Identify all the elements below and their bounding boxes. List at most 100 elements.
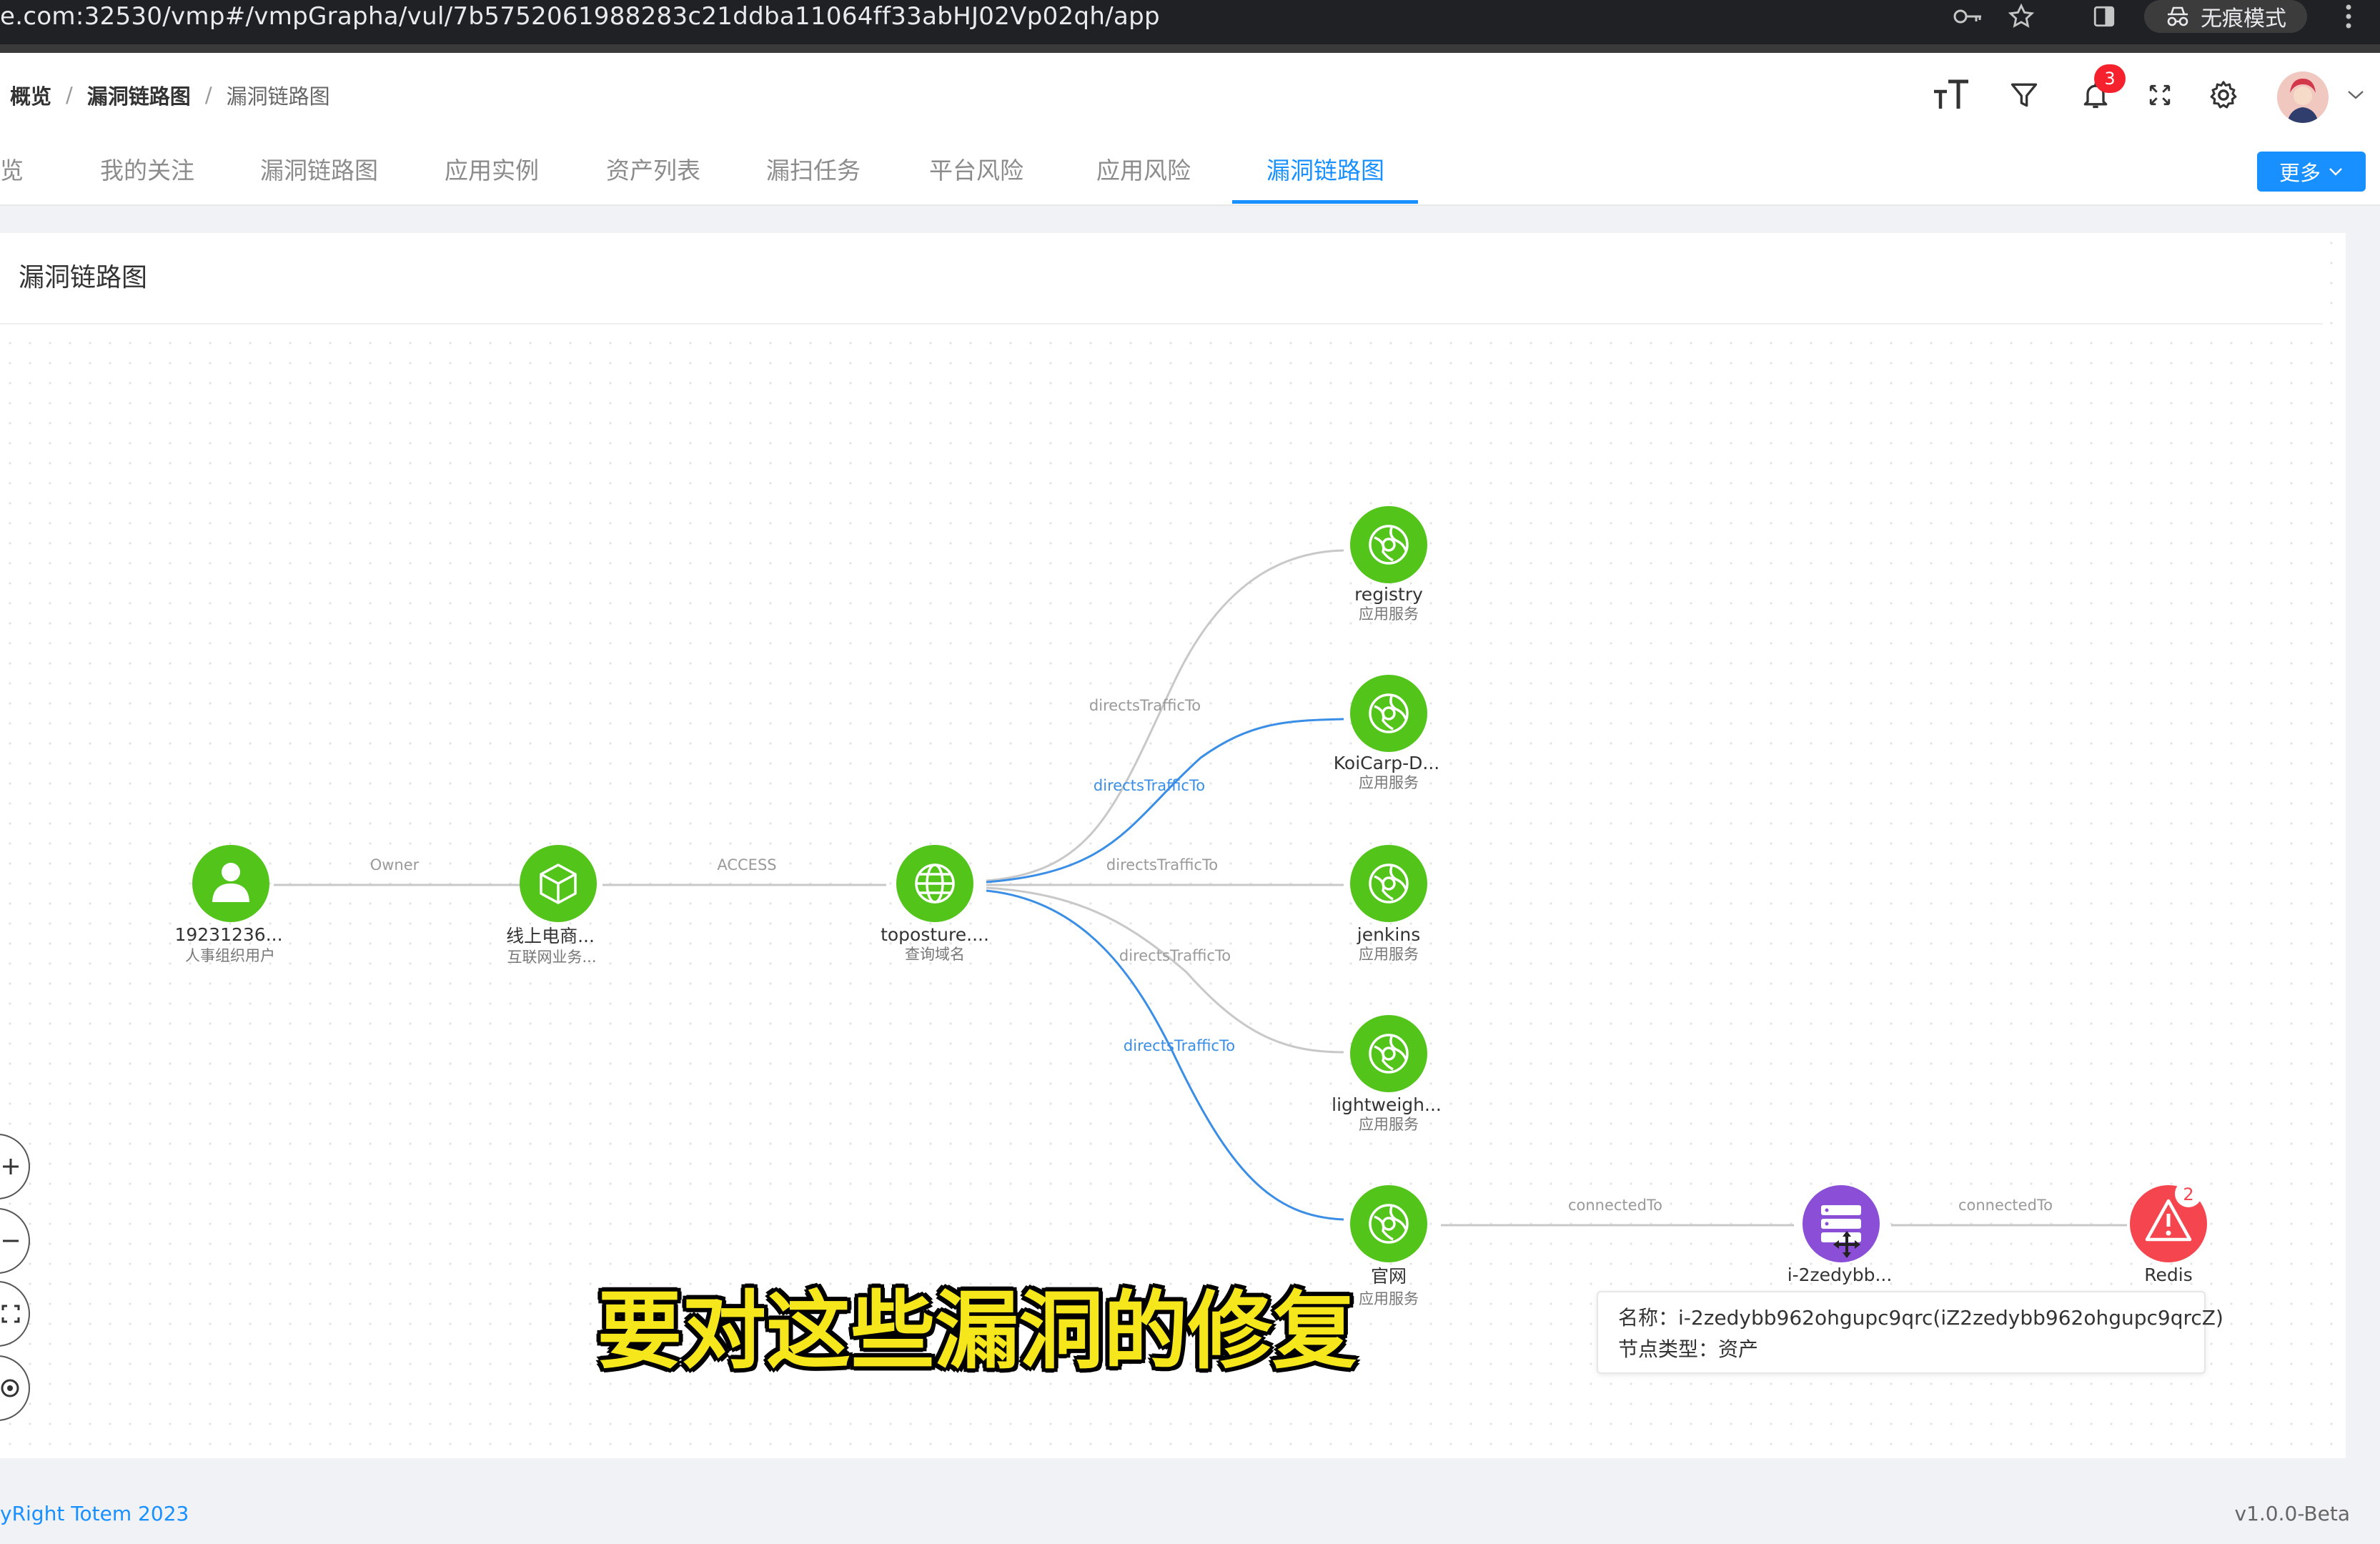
fit-view-icon xyxy=(1,1305,20,1323)
tooltip-name-line: 名称：i-2zedybb962ohgupc9qrc(iZ2zedybb962oh… xyxy=(1618,1306,2223,1330)
notification-badge: 3 xyxy=(2094,64,2126,93)
node-lightweigh[interactable]: lightweigh... 应用服务 xyxy=(1332,1015,1442,1133)
node-domain-type: 查询域名 xyxy=(905,946,965,963)
tab-my-follow[interactable]: 我的关注 xyxy=(100,157,194,184)
node-business[interactable]: 线上电商... 互联网业务... xyxy=(506,845,597,966)
filter-icon[interactable] xyxy=(2003,53,2046,137)
tab-vuln-graph-active[interactable]: 漏洞链路图 xyxy=(1266,157,1384,184)
footer: yRight Totem 2023 v1.0.0-Beta xyxy=(0,1484,2380,1544)
edge-label-registry: directsTrafficTo xyxy=(1089,697,1201,714)
node-lightweigh-type: 应用服务 xyxy=(1359,1116,1419,1133)
edge-label-koicarp: directsTrafficTo xyxy=(1094,777,1205,794)
more-button-label: 更多 xyxy=(2279,161,2321,185)
edge-to-lightweigh[interactable] xyxy=(986,886,1344,1054)
node-registry[interactable]: registry 应用服务 xyxy=(1350,506,1427,623)
side-panel-icon[interactable] xyxy=(2088,0,2120,33)
copyright-text: yRight Totem 2023 xyxy=(0,1502,189,1525)
tooltip-type-line: 节点类型：资产 xyxy=(1618,1337,1759,1361)
edge-label-connected-redis: connectedTo xyxy=(1958,1197,2053,1214)
node-jenkins-name: jenkins xyxy=(1357,924,1420,945)
breadcrumb-item-current: 漏洞链路图 xyxy=(226,84,330,109)
breadcrumb: 概览 / 漏洞链路图 / 漏洞链路图 xyxy=(10,53,330,137)
key-icon[interactable] xyxy=(1950,0,1985,33)
tab-app-risk[interactable]: 应用风险 xyxy=(1096,157,1191,184)
node-user-name: 19231236... xyxy=(174,924,282,945)
tab-app-instances[interactable]: 应用实例 xyxy=(445,157,539,184)
node-redis-name: Redis xyxy=(2144,1265,2192,1285)
node-redis-badge-bg xyxy=(2175,1180,2202,1207)
tab-overview[interactable]: 览 xyxy=(0,157,24,184)
address-bar[interactable]: e.com:32530/vmp#/vmpGrapha/vul/7b5752061… xyxy=(0,2,1160,31)
avatar[interactable] xyxy=(2277,71,2329,123)
node-tooltip: 名称：i-2zedybb962ohgupc9qrc(iZ2zedybb962oh… xyxy=(1597,1291,2223,1374)
node-redis[interactable]: 2 Redis xyxy=(2130,1180,2207,1285)
tab-scan-tasks[interactable]: 漏扫任务 xyxy=(766,157,861,184)
minus-icon xyxy=(3,1239,19,1242)
edge-label-jenkins: directsTrafficTo xyxy=(1106,856,1218,874)
node-koicarp[interactable]: KoiCarp-D... 应用服务 xyxy=(1334,675,1439,791)
incognito-icon xyxy=(2167,6,2188,26)
edge-to-guanwang[interactable] xyxy=(986,889,1344,1221)
star-icon[interactable] xyxy=(2005,0,2037,33)
plus-icon xyxy=(3,1159,19,1174)
chevron-down-icon xyxy=(2329,168,2342,176)
warning-triangle-icon xyxy=(2145,1199,2192,1242)
move-cursor-icon xyxy=(1833,1231,1860,1258)
node-domain[interactable]: toposture.... 查询域名 xyxy=(881,845,989,963)
edge-label-guanwang: directsTrafficTo xyxy=(1124,1037,1235,1054)
node-asset[interactable]: i-2zedybb... xyxy=(1788,1185,1893,1285)
breadcrumb-item-vuln-graph[interactable]: 漏洞链路图 xyxy=(86,84,191,109)
node-user[interactable]: 19231236... 人事组织用户 xyxy=(174,845,283,964)
graph-card: 漏洞链路图 xyxy=(0,233,2346,1458)
node-asset-name: i-2zedybb... xyxy=(1788,1265,1893,1285)
edge-to-registry[interactable] xyxy=(986,549,1344,882)
node-registry-name: registry xyxy=(1354,584,1423,605)
node-lightweigh-name: lightweigh... xyxy=(1332,1094,1442,1115)
active-tab-indicator xyxy=(1232,200,1418,204)
tab-platform-risk[interactable]: 平台风险 xyxy=(929,157,1023,184)
edge-label-access: ACCESS xyxy=(717,856,776,874)
edge-to-koicarp[interactable] xyxy=(986,718,1344,884)
tab-vuln-graph[interactable]: 漏洞链路图 xyxy=(260,157,378,184)
edge-label-owner: Owner xyxy=(370,856,420,874)
browser-toolbar-border xyxy=(0,44,2380,53)
node-registry-type: 应用服务 xyxy=(1359,605,1419,623)
tab-asset-list[interactable]: 资产列表 xyxy=(606,157,700,184)
video-subtitle: 要对这些漏洞的修复 xyxy=(598,1282,1357,1380)
more-button[interactable]: 更多 xyxy=(2257,152,2366,192)
card-title: 漏洞链路图 xyxy=(19,263,148,292)
font-size-icon[interactable] xyxy=(1930,53,1973,137)
node-jenkins[interactable]: jenkins 应用服务 xyxy=(1350,845,1427,963)
graph-edges xyxy=(274,549,2127,1227)
target-icon xyxy=(1,1379,19,1397)
version-text: v1.0.0-Beta xyxy=(2234,1502,2351,1525)
breadcrumb-separator: / xyxy=(204,83,212,107)
browser-toolbar: e.com:32530/vmp#/vmpGrapha/vul/7b5752061… xyxy=(0,0,2380,53)
user-icon xyxy=(212,863,249,902)
app-header: 概览 / 漏洞链路图 / 漏洞链路图 xyxy=(0,53,2380,139)
node-guanwang-type: 应用服务 xyxy=(1359,1290,1419,1307)
server-icon xyxy=(1821,1205,1861,1242)
node-user-type: 人事组织用户 xyxy=(185,947,275,964)
node-koicarp-type: 应用服务 xyxy=(1359,774,1419,791)
node-guanwang[interactable]: 官网 应用服务 xyxy=(1350,1185,1427,1307)
edge-label-lightweigh: directsTrafficTo xyxy=(1119,947,1231,964)
incognito-indicator[interactable]: 无痕模式 xyxy=(2144,0,2307,33)
edge-label-connected-asset: connectedTo xyxy=(1568,1197,1662,1214)
settings-gear-icon[interactable] xyxy=(2204,53,2243,137)
node-business-name: 线上电商... xyxy=(506,926,595,946)
node-business-type: 互联网业务... xyxy=(507,949,596,966)
card-header: 漏洞链路图 xyxy=(0,233,2323,325)
node-jenkins-type: 应用服务 xyxy=(1359,946,1419,963)
fullscreen-icon[interactable] xyxy=(2144,53,2176,137)
incognito-label: 无痕模式 xyxy=(2201,6,2286,31)
user-menu-chevron-down-icon[interactable] xyxy=(2343,53,2369,137)
cube-icon xyxy=(540,863,577,904)
breadcrumb-item-overview[interactable]: 概览 xyxy=(10,84,52,109)
browser-menu-icon[interactable] xyxy=(2334,0,2363,33)
node-redis-badge: 2 xyxy=(2183,1184,2193,1204)
edge-labels: Owner ACCESS directsTrafficTo directsTra… xyxy=(370,697,2053,1214)
node-domain-name: toposture.... xyxy=(881,924,989,945)
page-tabs: 览 我的关注 漏洞链路图 应用实例 资产列表 漏扫任务 平台风险 应用风险 漏洞… xyxy=(0,137,2380,206)
